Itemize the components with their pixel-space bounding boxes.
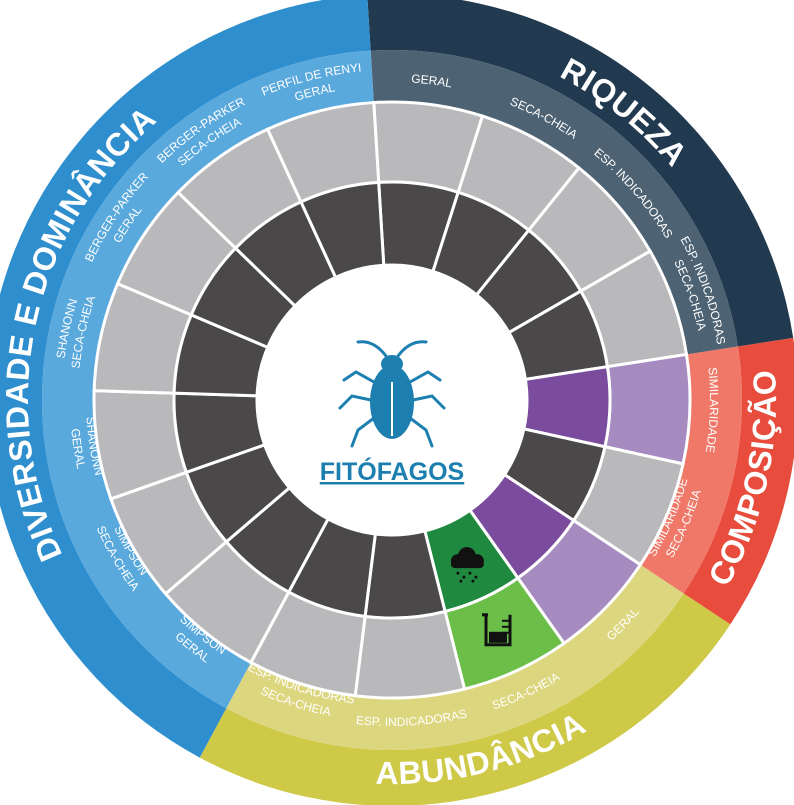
metric-label-ring (41, 49, 743, 751)
cell-outer-8 (353, 609, 467, 700)
center-title: FITÓFAGOS (320, 456, 464, 486)
beetle-icon (338, 340, 446, 448)
metric-label-4: SIMILARIDADE (703, 367, 721, 454)
center-hub: FITÓFAGOS (257, 265, 527, 535)
metric-cells (92, 100, 692, 700)
cell-outer-4 (603, 352, 692, 466)
band-abundancia (199, 593, 731, 805)
band-diversidade (0, 0, 371, 758)
metric-label-12: GERAL (68, 428, 88, 470)
band-riqueza (367, 0, 794, 347)
beaker-icon (482, 613, 512, 647)
subband-diversidade (41, 50, 374, 709)
cell-icons (450, 547, 512, 647)
subband-riqueza (370, 49, 738, 355)
rain-cloud-icon (450, 547, 484, 583)
band-composicao (683, 337, 794, 625)
subband-composicao (640, 346, 743, 594)
subband-abundancia (226, 564, 684, 751)
metric-label-0: GERAL (411, 72, 454, 91)
